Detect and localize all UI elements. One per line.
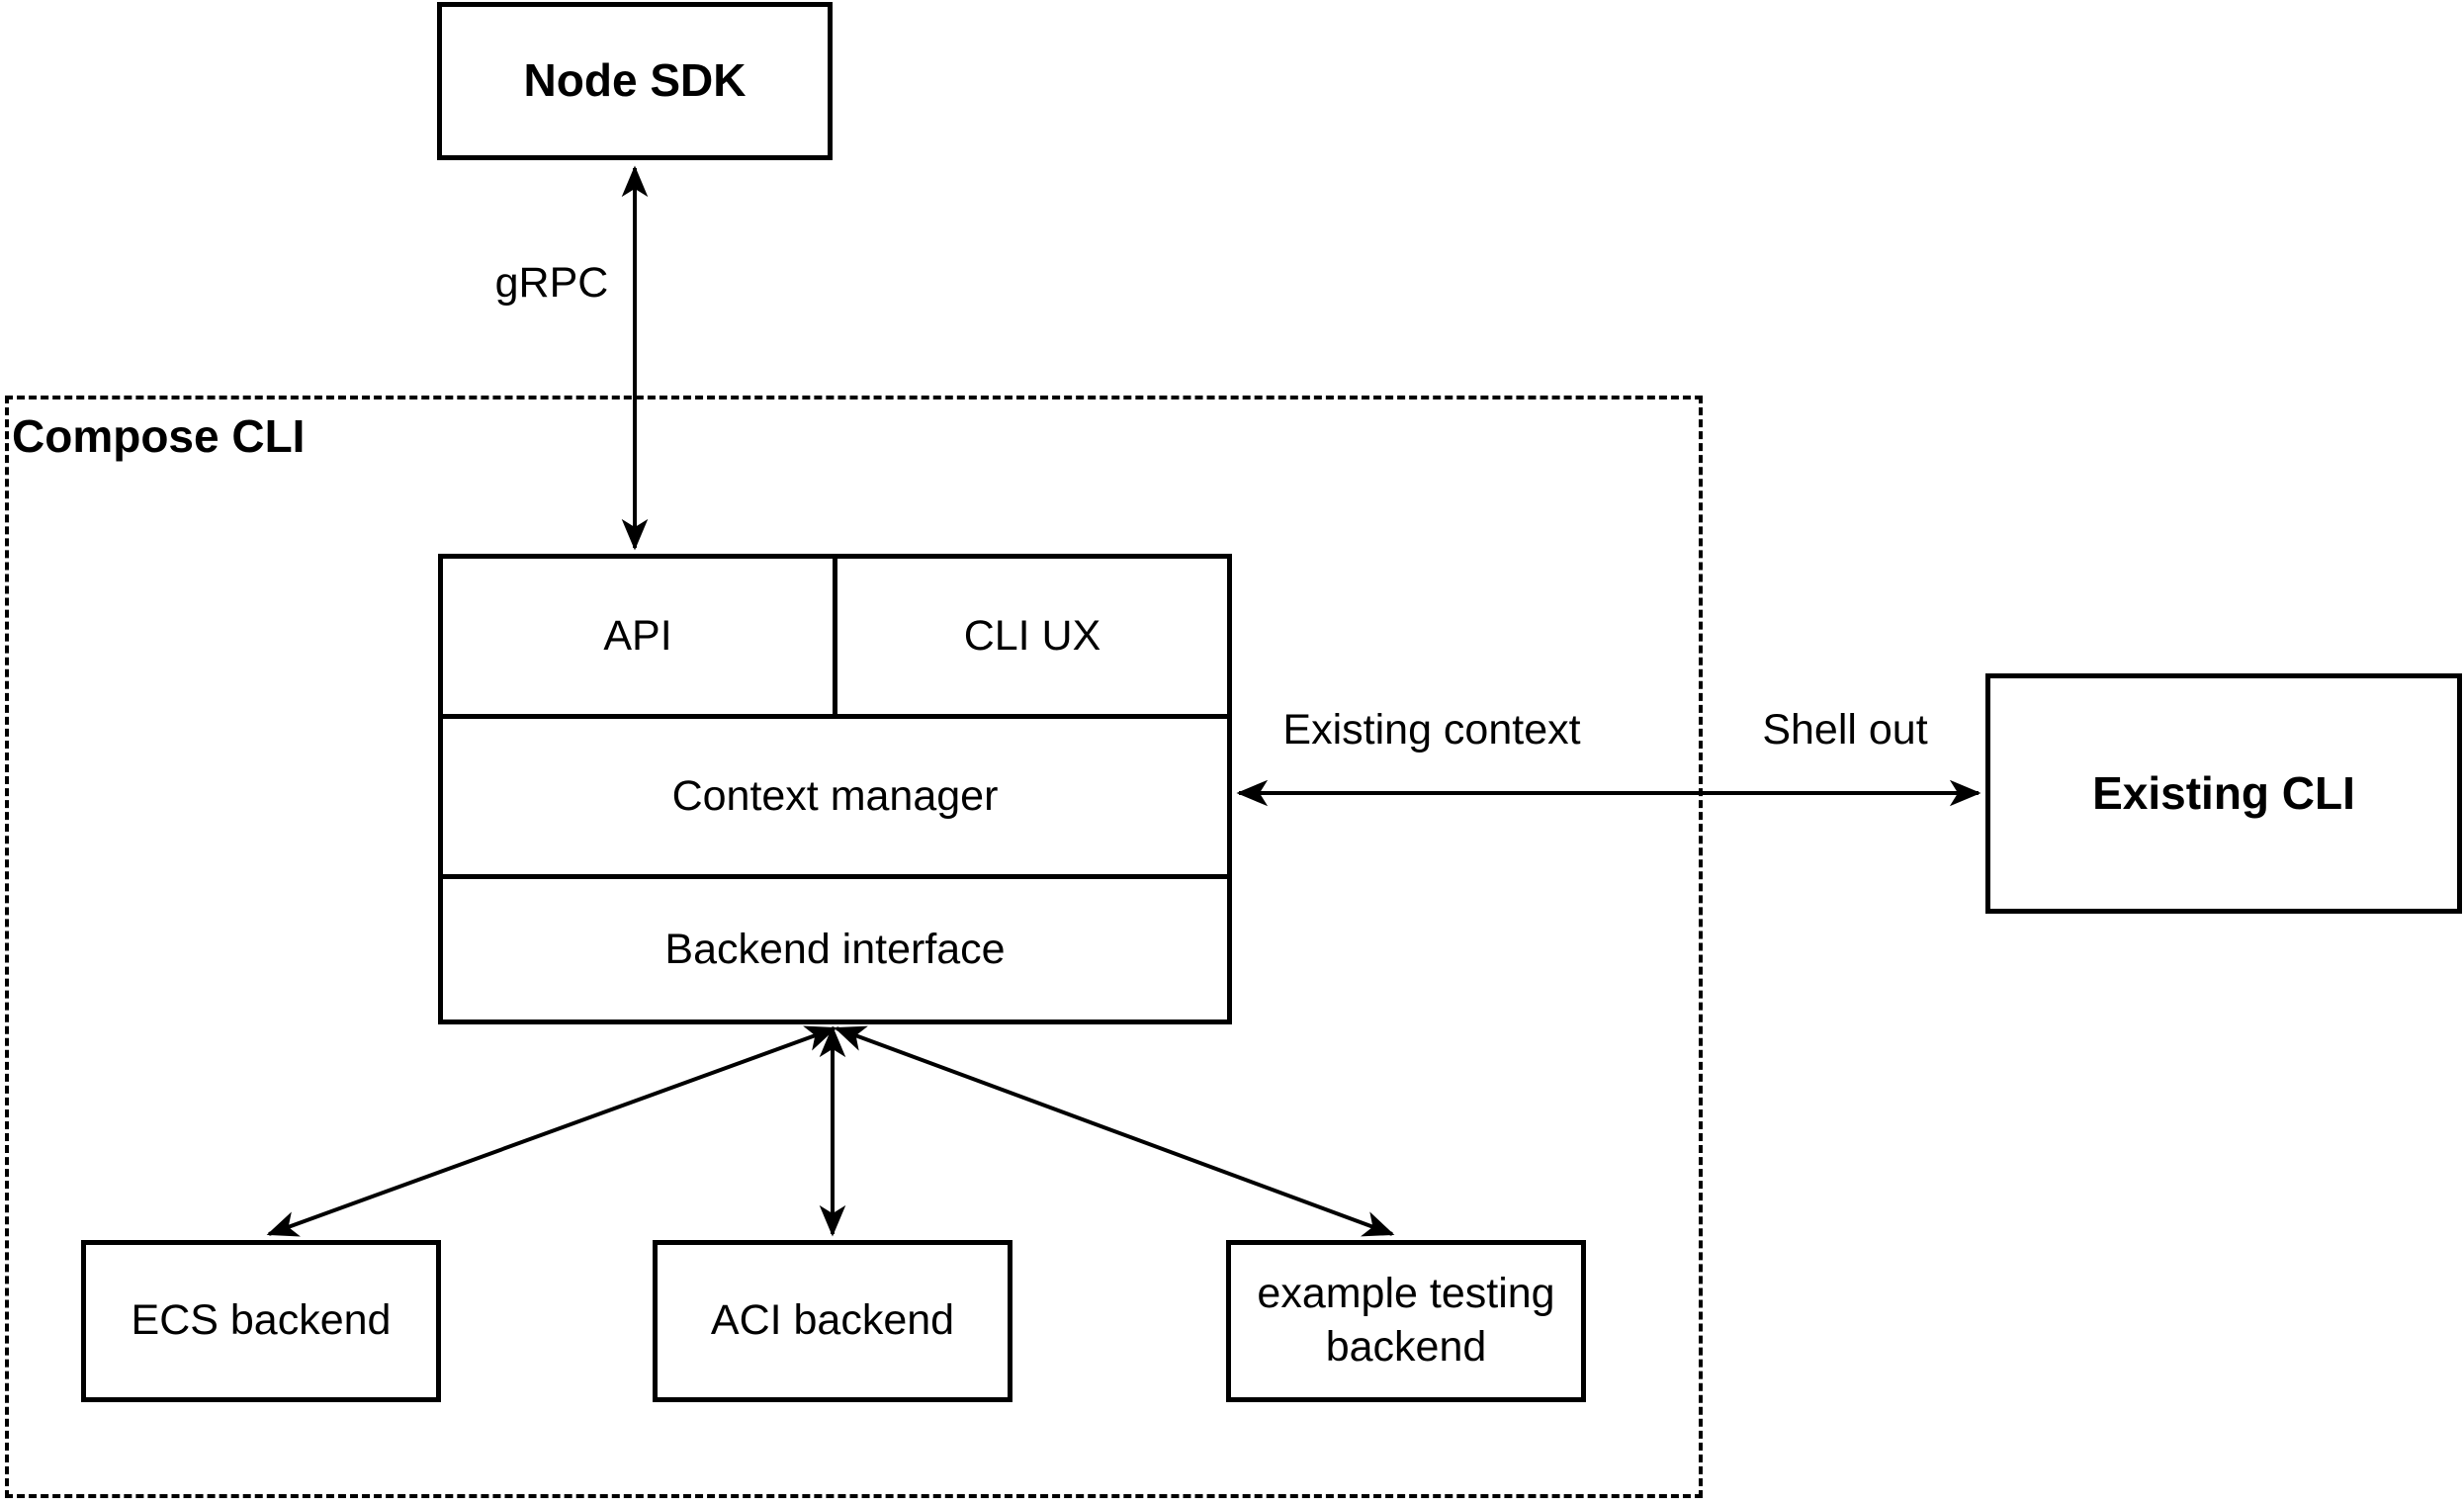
compose-cli-dashed-container	[5, 396, 1703, 1498]
existing-cli-box: Existing CLI	[1985, 673, 2462, 914]
cli-ux-cell: CLI UX	[837, 559, 1227, 714]
stack-top-row: API CLI UX	[443, 559, 1227, 719]
api-cell: API	[443, 559, 837, 714]
aci-backend-box: ACI backend	[653, 1240, 1012, 1402]
api-label: API	[603, 612, 672, 660]
node-sdk-box: Node SDK	[437, 2, 833, 160]
ecs-backend-box: ECS backend	[81, 1240, 441, 1402]
cli-ux-label: CLI UX	[963, 612, 1101, 660]
compose-cli-stack-box: API CLI UX Context manager Backend inter…	[438, 554, 1232, 1024]
compose-cli-container-label: Compose CLI	[12, 410, 306, 462]
shell-out-edge-label: Shell out	[1762, 706, 1928, 754]
node-sdk-label: Node SDK	[523, 54, 747, 107]
ecs-backend-label: ECS backend	[131, 1296, 392, 1345]
backend-interface-row: Backend interface	[443, 879, 1227, 1019]
existing-cli-label: Existing CLI	[2092, 766, 2355, 819]
example-testing-backend-box: example testing backend	[1226, 1240, 1586, 1402]
backend-interface-label: Backend interface	[664, 925, 1006, 973]
context-manager-label: Context manager	[671, 772, 999, 820]
existing-context-edge-label: Existing context	[1282, 706, 1581, 754]
context-manager-row: Context manager	[443, 719, 1227, 879]
example-testing-backend-label: example testing backend	[1257, 1270, 1555, 1371]
grpc-edge-label: gRPC	[494, 259, 609, 307]
aci-backend-label: ACI backend	[710, 1296, 955, 1345]
